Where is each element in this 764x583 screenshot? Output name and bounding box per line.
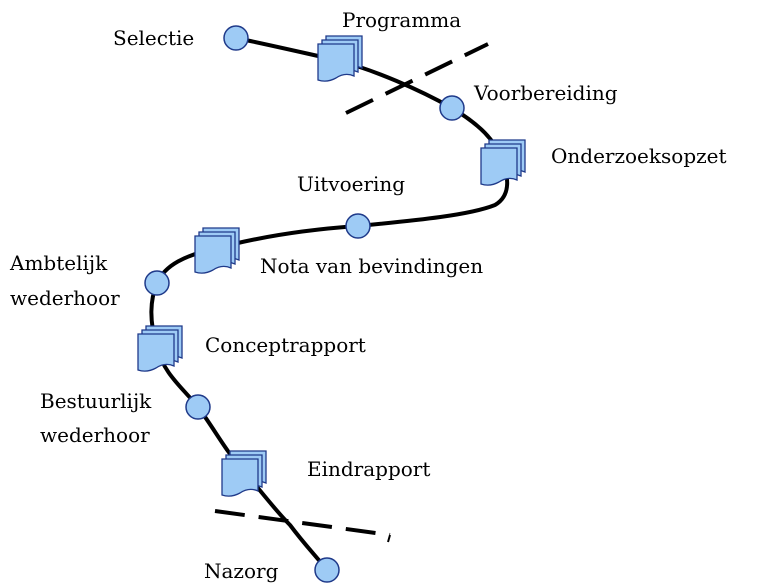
- nota-van-bevindingen-label: Nota van bevindingen: [260, 254, 483, 278]
- bestuurlijk-label-line-2: wederhoor: [40, 423, 150, 447]
- separator-top: [345, 42, 489, 115]
- eindrapport-label: Eindrapport: [307, 457, 430, 481]
- separator-bottom: [214, 509, 391, 537]
- bestuurlijk-wederhoor-label: Bestuurlijk wederhoor: [40, 389, 158, 447]
- ambtelijk-wederhoor-circle: [144, 270, 170, 296]
- nazorg-label: Nazorg: [204, 559, 279, 583]
- onderzoeksopzet-label: Onderzoeksopzet: [551, 144, 727, 168]
- conceptrapport-label: Conceptrapport: [205, 333, 366, 357]
- onderzoeksopzet-document-icon: [480, 139, 526, 186]
- bestuurlijk-label-line-1: Bestuurlijk: [40, 389, 152, 413]
- voorbereiding-label: Voorbereiding: [473, 81, 618, 105]
- eindrapport-document-icon: [221, 450, 267, 497]
- nota-document-icon: [194, 227, 240, 274]
- ambtelijk-label-line-2: wederhoor: [10, 286, 120, 310]
- conceptrapport-document-icon: [137, 325, 183, 372]
- programma-label: Programma: [342, 8, 461, 32]
- ambtelijk-wederhoor-label: Ambtelijk wederhoor: [9, 251, 120, 310]
- selectie-circle: [223, 25, 249, 51]
- uitvoering-label: Uitvoering: [297, 172, 405, 196]
- ambtelijk-label-line-1: Ambtelijk: [9, 251, 108, 275]
- selectie-label: Selectie: [113, 26, 194, 50]
- nazorg-circle: [314, 557, 340, 583]
- voorbereiding-circle: [439, 95, 465, 121]
- bestuurlijk-wederhoor-circle: [185, 394, 211, 420]
- programma-document-icon: [317, 35, 363, 82]
- uitvoering-circle: [345, 213, 371, 239]
- separator-bottom-tick: [387, 534, 391, 543]
